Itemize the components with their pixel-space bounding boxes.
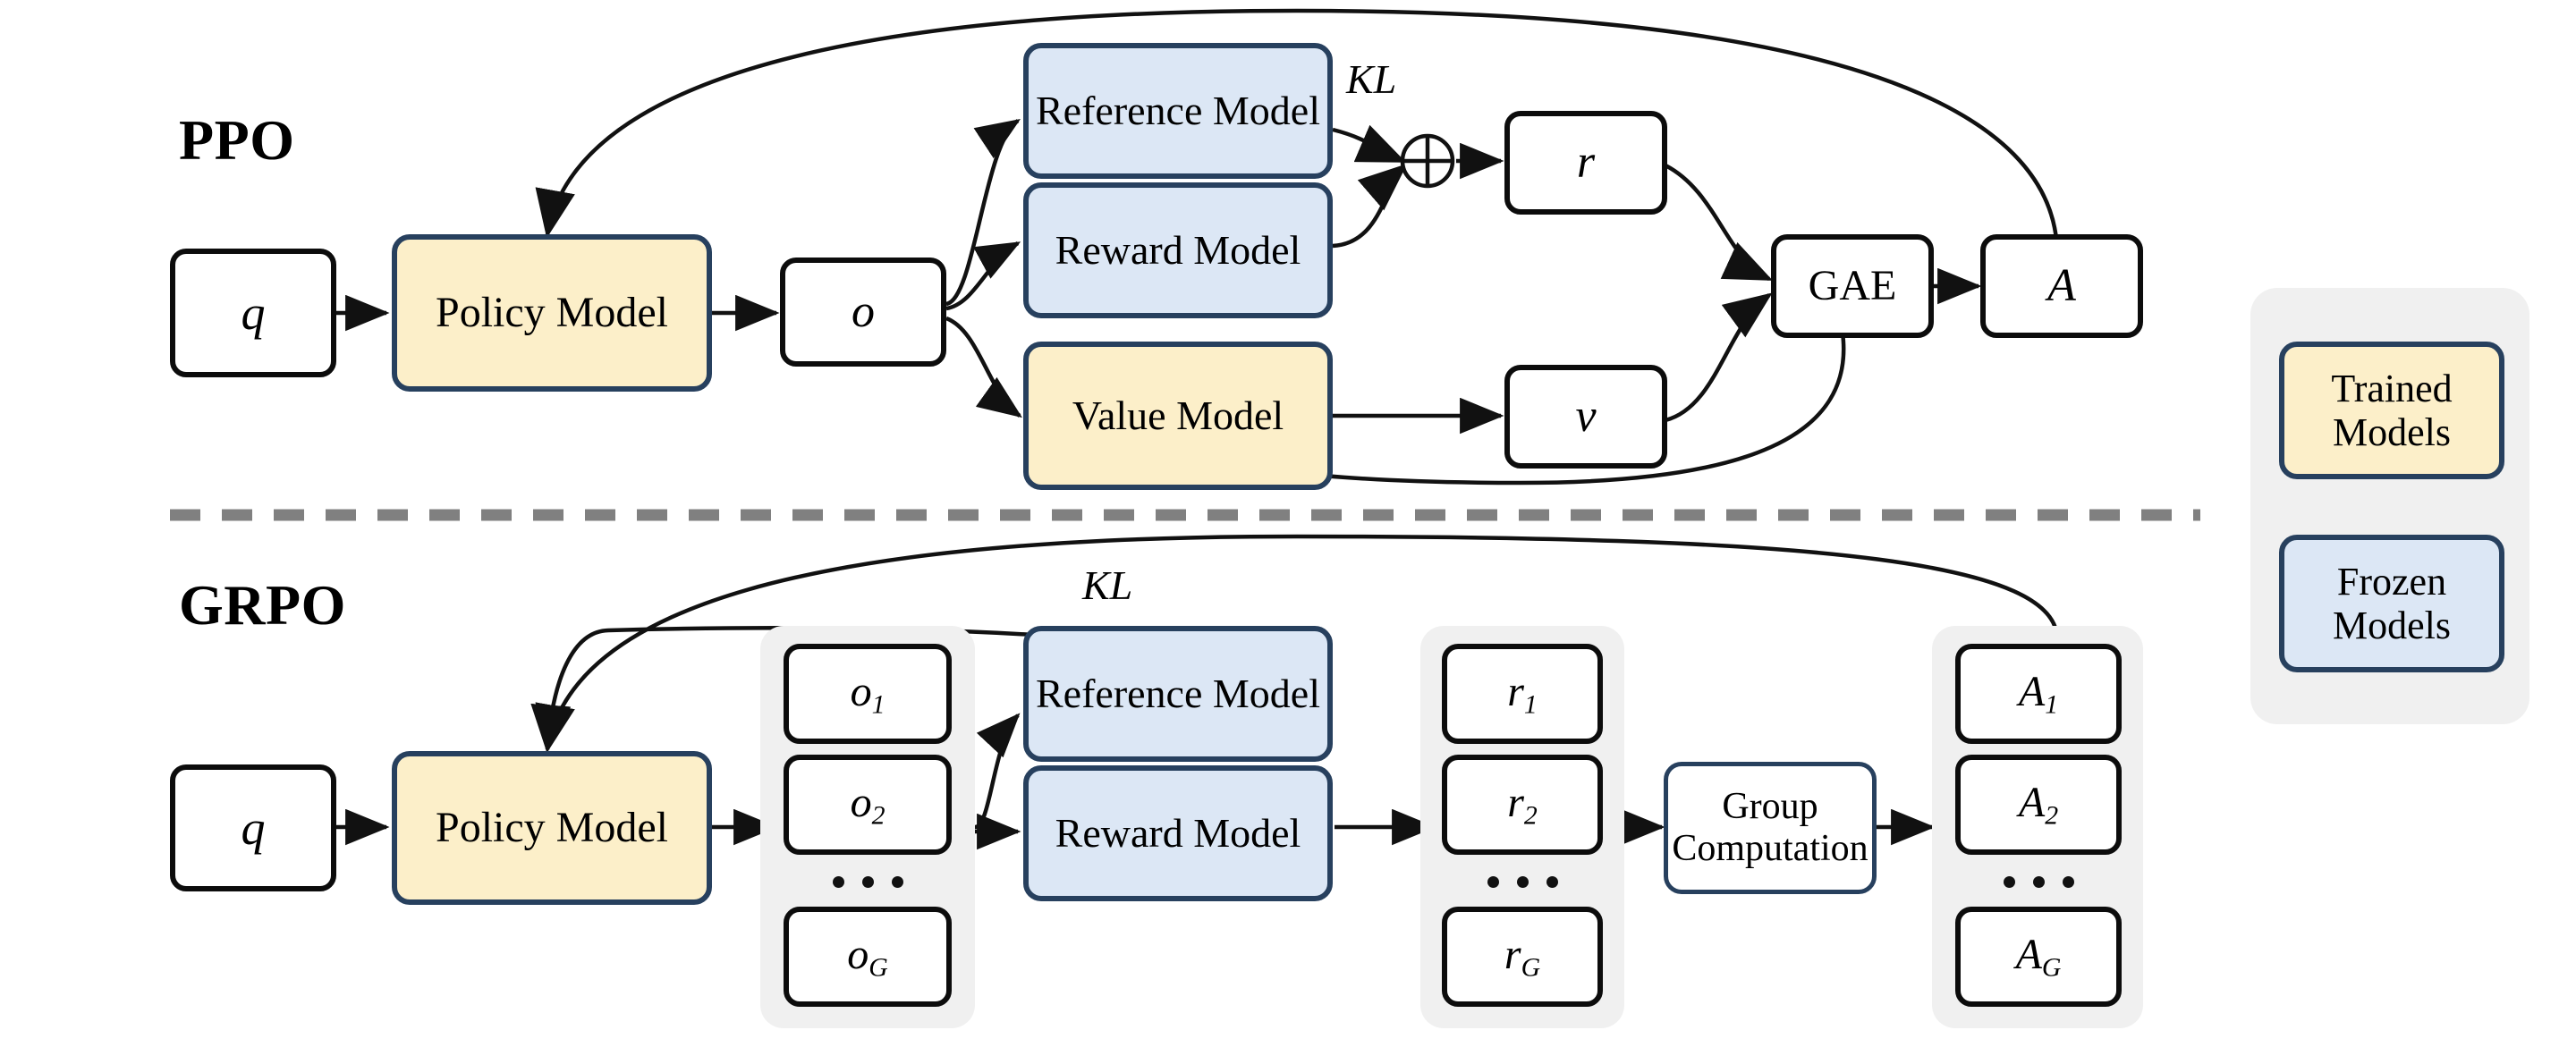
node-grpo-advantage-1-sub: 1 bbox=[2045, 689, 2059, 720]
edge-ppo-o-reward bbox=[945, 241, 1021, 311]
node-grpo-reference-model-label: Reference Model bbox=[1035, 671, 1320, 717]
node-grpo-reward-2-sub: 2 bbox=[1523, 800, 1538, 831]
node-grpo-reward-model: Reward Model bbox=[1023, 765, 1333, 901]
node-grpo-reward-2: r2 bbox=[1442, 755, 1603, 855]
node-grpo-query-label: q bbox=[241, 800, 266, 855]
node-ppo-value: v bbox=[1504, 365, 1667, 469]
node-ppo-reference-model-label: Reference Model bbox=[1035, 88, 1320, 134]
node-grpo-advantage-G: AG bbox=[1955, 907, 2122, 1007]
node-grpo-policy-model: Policy Model bbox=[392, 751, 712, 905]
node-grpo-output-G: oG bbox=[784, 907, 952, 1007]
node-grpo-reward-G: rG bbox=[1442, 907, 1603, 1007]
node-grpo-output-G-sub: G bbox=[869, 952, 888, 983]
node-grpo-advantage-2-base: A bbox=[2018, 779, 2046, 827]
section-title-grpo: GRPO bbox=[179, 573, 346, 637]
node-ppo-reward-model: Reward Model bbox=[1023, 182, 1333, 318]
node-grpo-reward-model-label: Reward Model bbox=[1055, 810, 1301, 857]
edge-label-ppo-kl: KL bbox=[1346, 56, 1397, 102]
node-ppo-value-label: v bbox=[1575, 390, 1597, 442]
node-ppo-output: o bbox=[780, 258, 946, 367]
node-grpo-output-2-base: o bbox=[850, 779, 872, 827]
node-ppo-policy-model-label: Policy Model bbox=[436, 289, 668, 337]
node-grpo-output-G-base: o bbox=[847, 931, 869, 979]
node-ppo-output-label: o bbox=[852, 285, 875, 337]
legend-item-frozen-models: Frozen Models bbox=[2279, 535, 2504, 672]
ellipsis-advantages bbox=[1955, 860, 2122, 903]
node-grpo-advantage-G-sub: G bbox=[2041, 952, 2062, 983]
node-ppo-advantage-label: A bbox=[2047, 259, 2076, 311]
edge-ppo-v-gae bbox=[1665, 292, 1773, 423]
edge-label-grpo-kl: KL bbox=[1082, 562, 1133, 608]
node-grpo-reward-1-base: r bbox=[1507, 668, 1524, 716]
node-grpo-output-1-sub: 1 bbox=[871, 689, 886, 720]
node-grpo-reference-model: Reference Model bbox=[1023, 626, 1333, 762]
node-ppo-value-model: Value Model bbox=[1023, 342, 1333, 490]
node-ppo-advantage: A bbox=[1980, 234, 2143, 338]
legend-item-trained-models: Trained Models bbox=[2279, 342, 2504, 479]
node-grpo-advantage-G-base: A bbox=[2015, 931, 2042, 979]
edge-ppo-r-gae bbox=[1664, 164, 1774, 282]
node-ppo-gae: GAE bbox=[1771, 234, 1934, 338]
edge-ppo-o-value bbox=[945, 316, 1022, 418]
node-ppo-reward: r bbox=[1504, 111, 1667, 215]
legend-item-frozen-models-label: Frozen Models bbox=[2333, 559, 2451, 647]
node-grpo-reward-2-base: r bbox=[1507, 779, 1524, 827]
node-grpo-output-2: o2 bbox=[784, 755, 952, 855]
node-ppo-query: q bbox=[170, 249, 336, 377]
node-grpo-reward-G-sub: G bbox=[1521, 952, 1541, 983]
section-title-ppo: PPO bbox=[179, 108, 295, 172]
node-grpo-reward-G-base: r bbox=[1504, 931, 1521, 979]
edge-grpo-outputs-reference bbox=[974, 713, 1021, 830]
node-ppo-reward-model-label: Reward Model bbox=[1055, 227, 1301, 274]
node-ppo-gae-label: GAE bbox=[1808, 262, 1897, 310]
edge-grpo-a-policy-feedback bbox=[535, 534, 2060, 754]
node-ppo-reference-model: Reference Model bbox=[1023, 43, 1333, 179]
edge-ppo-reward-plus bbox=[1332, 164, 1408, 249]
node-grpo-reward-1: r1 bbox=[1442, 644, 1603, 744]
node-grpo-output-1: o1 bbox=[784, 644, 952, 744]
node-grpo-reward-1-sub: 1 bbox=[1523, 689, 1538, 720]
circled-plus-icon bbox=[1400, 133, 1455, 189]
node-grpo-advantage-1: A1 bbox=[1955, 644, 2122, 744]
node-ppo-policy-model: Policy Model bbox=[392, 234, 712, 392]
ellipsis-rewards bbox=[1442, 860, 1603, 903]
ellipsis-outputs bbox=[784, 860, 952, 903]
node-grpo-output-2-sub: 2 bbox=[871, 800, 886, 831]
node-grpo-policy-model-label: Policy Model bbox=[436, 804, 668, 852]
legend-item-trained-models-label: Trained Models bbox=[2331, 366, 2453, 454]
edge-ppo-reference-plus bbox=[1332, 124, 1407, 164]
node-ppo-query-label: q bbox=[241, 285, 266, 340]
edge-ppo-a-policy-feedback bbox=[535, 8, 2060, 256]
node-grpo-advantage-2-sub: 2 bbox=[2045, 800, 2059, 831]
node-grpo-output-1-base: o bbox=[850, 668, 872, 716]
edge-ppo-o-reference bbox=[945, 119, 1021, 307]
node-grpo-advantage-1-base: A bbox=[2018, 668, 2046, 716]
node-ppo-reward-label: r bbox=[1576, 136, 1596, 188]
node-grpo-advantage-2: A2 bbox=[1955, 755, 2122, 855]
node-grpo-query: q bbox=[170, 764, 336, 891]
node-grpo-group-computation-label: Group Computation bbox=[1672, 785, 1868, 869]
node-grpo-group-computation: Group Computation bbox=[1664, 762, 1877, 894]
node-ppo-value-model-label: Value Model bbox=[1072, 393, 1284, 439]
